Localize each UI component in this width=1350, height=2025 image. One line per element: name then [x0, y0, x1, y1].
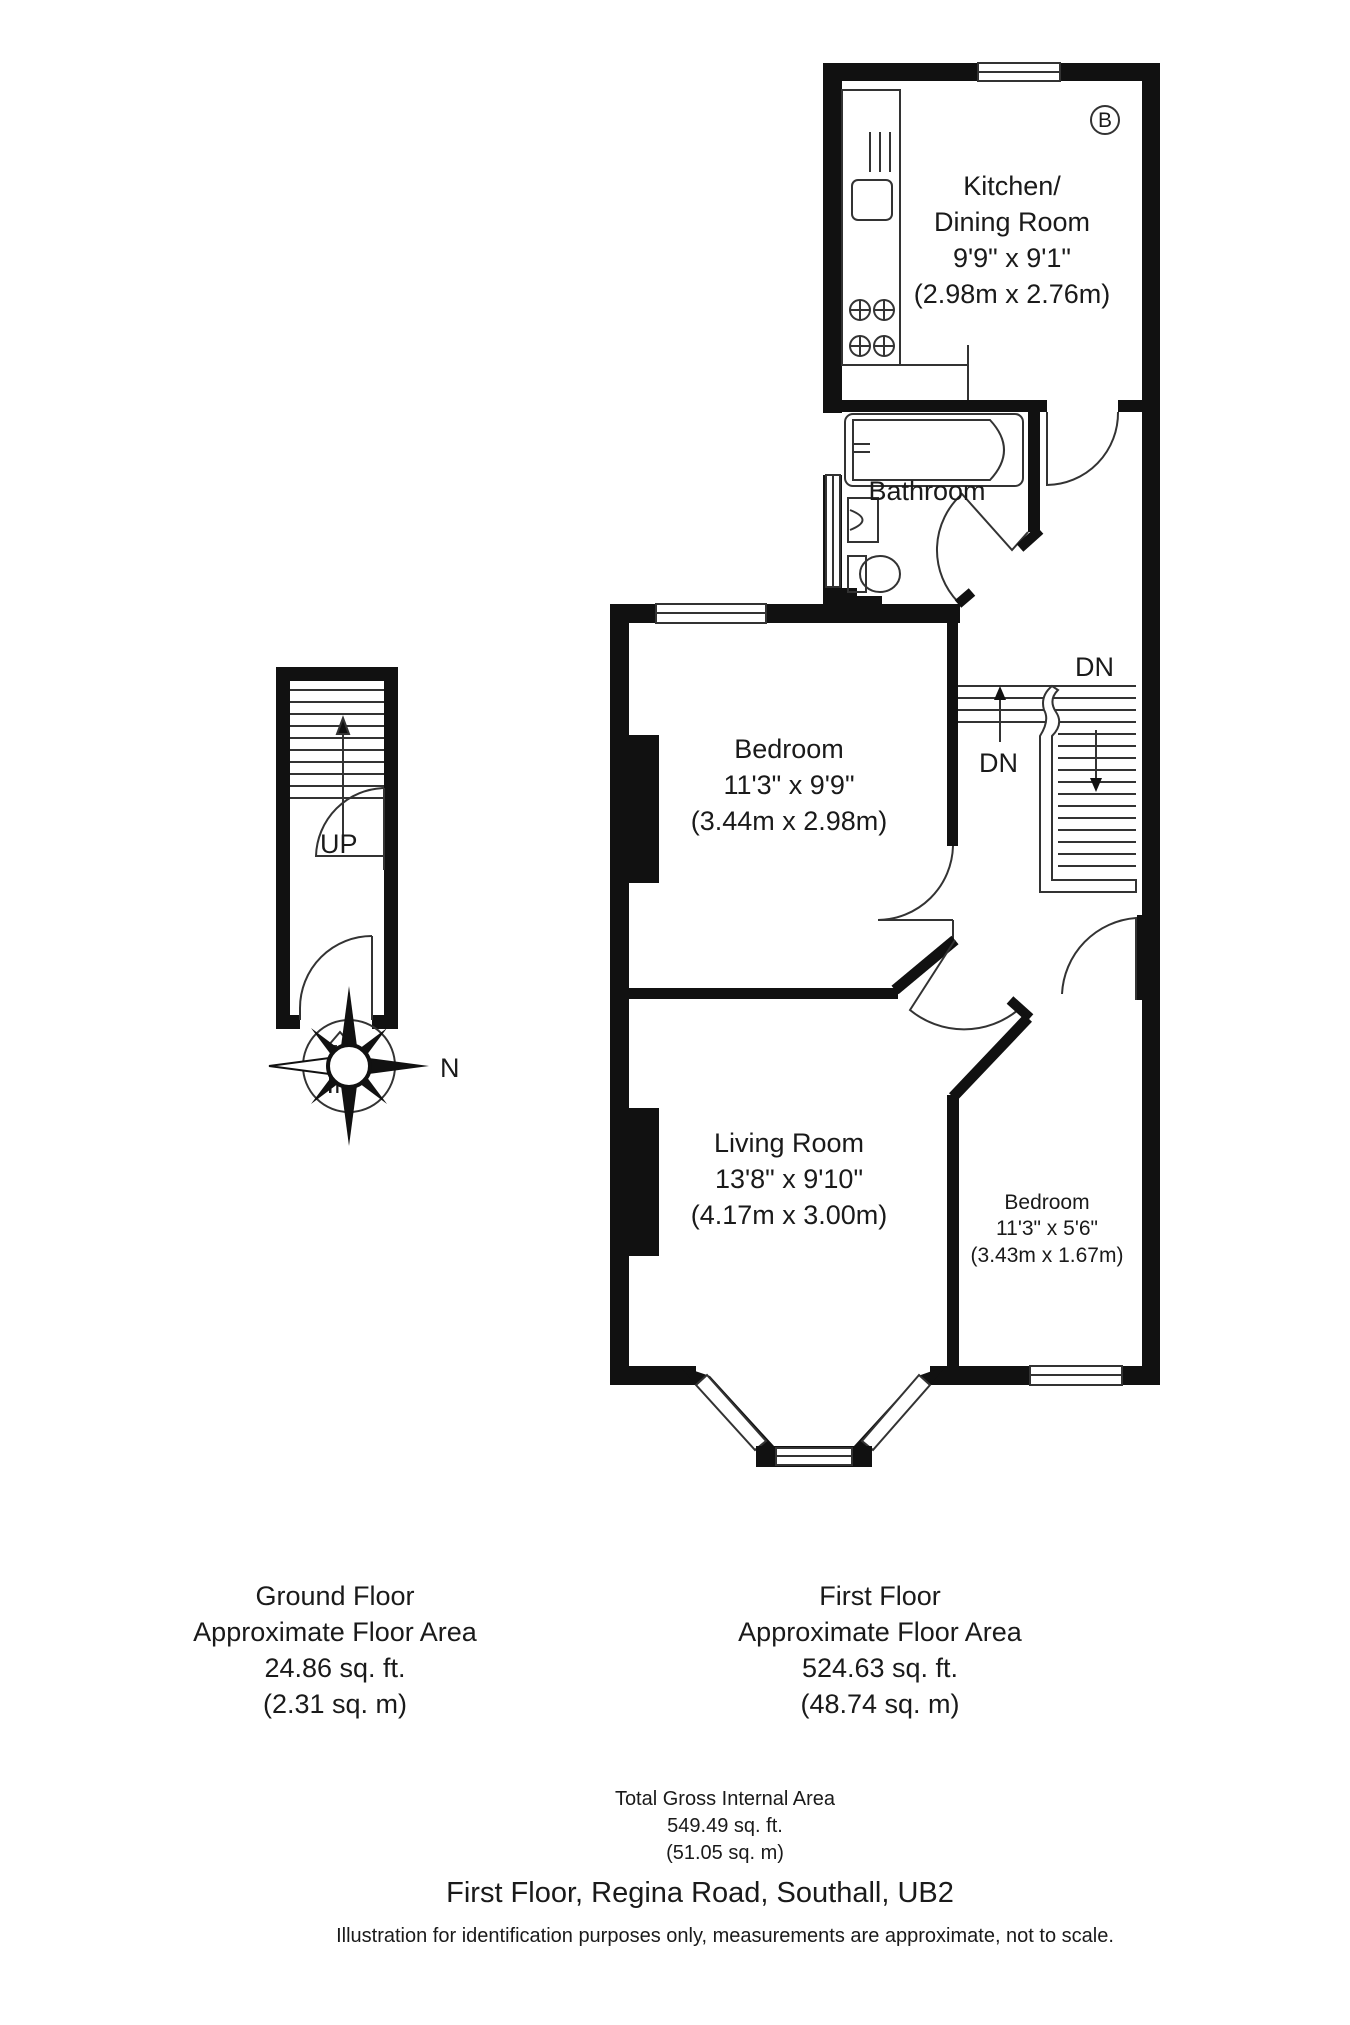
- living-room-door: [908, 939, 1019, 1031]
- svg-text:13'8" x 9'10": 13'8" x 9'10": [715, 1164, 863, 1194]
- staircase: [958, 684, 1137, 893]
- north-label: N: [440, 1053, 460, 1083]
- windows: [655, 62, 1123, 1386]
- svg-text:(3.43m x 1.67m): (3.43m x 1.67m): [971, 1244, 1124, 1267]
- bedroom-door: [877, 845, 954, 921]
- first-floor-sqft: 524.63 sq. ft.: [801, 1653, 959, 1683]
- ground-floor-subtitle: Approximate Floor Area: [193, 1617, 477, 1647]
- ground-floor-area: Ground Floor Approximate Floor Area 24.8…: [135, 1578, 535, 1722]
- first-floor-sqm: (48.74 sq. m): [800, 1689, 960, 1719]
- boiler-icon: [1090, 105, 1120, 135]
- first-floor-title: First Floor: [819, 1581, 941, 1611]
- total-sqm: (51.05 sq. m): [666, 1842, 784, 1864]
- up-label: UP: [320, 829, 358, 859]
- kitchen-label: Kitchen/ Dining Room 9'9" x 9'1" (2.98m …: [914, 171, 1111, 309]
- svg-text:(2.98m x 2.76m): (2.98m x 2.76m): [914, 279, 1111, 309]
- svg-text:Kitchen/: Kitchen/: [963, 171, 1061, 201]
- entrance-door: [299, 935, 373, 1020]
- svg-text:(3.44m x 2.98m): (3.44m x 2.98m): [691, 806, 888, 836]
- svg-text:Living Room: Living Room: [714, 1128, 864, 1158]
- dn-label-lower: DN: [979, 748, 1018, 778]
- svg-text:(4.17m x 3.00m): (4.17m x 3.00m): [691, 1200, 888, 1230]
- first-floor-subtitle: Approximate Floor Area: [738, 1617, 1022, 1647]
- ground-floor-door: [314, 787, 385, 857]
- boiler-label: B: [1098, 109, 1112, 132]
- svg-text:Dining Room: Dining Room: [934, 207, 1090, 237]
- compass-icon: [268, 986, 429, 1146]
- ground-floor-stairs: [290, 689, 384, 850]
- bathroom-label: Bathroom: [868, 476, 985, 506]
- svg-text:9'9" x 9'1": 9'9" x 9'1": [953, 243, 1071, 273]
- ground-floor-plan: UP IN: [276, 667, 398, 1099]
- svg-text:Bedroom: Bedroom: [734, 734, 844, 764]
- svg-text:11'3" x 9'9": 11'3" x 9'9": [723, 770, 854, 800]
- stair-arrow-up-icon: [994, 686, 1006, 700]
- total-area: Total Gross Internal Area 549.49 sq. ft.…: [475, 1786, 975, 1867]
- bathroom-fixtures: [844, 413, 1024, 593]
- bedroom2-door: [1061, 916, 1137, 1000]
- kitchen-door: [1046, 411, 1120, 487]
- bay-window: [680, 1366, 946, 1467]
- dn-label-upper: DN: [1075, 652, 1114, 682]
- first-floor-walls: [610, 63, 1160, 1385]
- stair-arrow-down-icon: [1090, 778, 1102, 792]
- bedroom2-label: Bedroom 11'3" x 5'6" (3.43m x 1.67m): [971, 1191, 1124, 1267]
- first-floor-area: First Floor Approximate Floor Area 524.6…: [680, 1578, 1080, 1722]
- total-title: Total Gross Internal Area: [614, 1788, 836, 1810]
- svg-text:11'3" x 5'6": 11'3" x 5'6": [996, 1217, 1098, 1240]
- first-floor-plan: B: [610, 62, 1160, 1467]
- ground-floor-sqft: 24.86 sq. ft.: [264, 1653, 406, 1683]
- ground-floor-sqm: (2.31 sq. m): [262, 1689, 408, 1719]
- bathroom-door: [935, 492, 1029, 603]
- disclaimer: Illustration for identification purposes…: [336, 1925, 1114, 1947]
- property-address: First Floor, Regina Road, Southall, UB2: [446, 1877, 954, 1909]
- svg-text:Bedroom: Bedroom: [1004, 1191, 1089, 1214]
- living-room-label: Living Room 13'8" x 9'10" (4.17m x 3.00m…: [691, 1128, 888, 1230]
- kitchen-units: [841, 89, 969, 400]
- bedroom1-label: Bedroom 11'3" x 9'9" (3.44m x 2.98m): [691, 734, 888, 836]
- total-sqft: 549.49 sq. ft.: [667, 1815, 783, 1837]
- ground-floor-title: Ground Floor: [255, 1581, 415, 1611]
